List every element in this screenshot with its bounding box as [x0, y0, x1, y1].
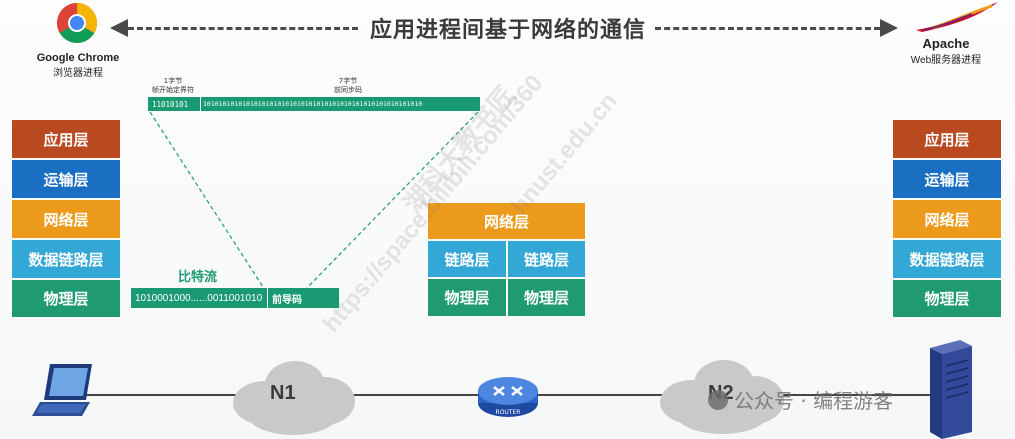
server-label: Apache Web服务器进程 [900, 36, 992, 66]
server-name: Apache [922, 36, 970, 51]
cloud-n2-icon [660, 360, 784, 434]
watermark-bottom-text: 公众号 · 编程游客 [734, 389, 894, 413]
arrow-left-head [110, 19, 128, 37]
arrow-right-line [655, 27, 880, 30]
left-physical-layer: 物理层 [12, 280, 120, 317]
wechat-icon [708, 389, 728, 410]
preamble-caption-name: 前同步码 [334, 86, 362, 94]
preamble-caption: 7字节 前同步码 [318, 77, 378, 95]
router-link-layer-right: 链路层 [508, 241, 585, 277]
sfd-caption-size: 1字节 [163, 77, 183, 85]
client-subtitle: 浏览器进程 [53, 68, 103, 79]
client-label: Google Chrome 浏览器进程 [30, 52, 126, 79]
router-physical-layer-left: 物理层 [428, 279, 506, 316]
preamble-caption-size: 7字节 [338, 77, 358, 85]
bitstream-divider [267, 288, 268, 308]
sfd-caption-name: 帧开始定界符 [152, 86, 194, 94]
router-network-layer: 网络层 [428, 203, 585, 239]
network-n1-label: N1 [270, 382, 296, 404]
preamble-tag: 前导码 [272, 294, 302, 306]
server-subtitle: Web服务器进程 [910, 55, 982, 66]
right-datalink-layer: 数据链路层 [893, 240, 1001, 278]
router-physical-layer-right: 物理层 [508, 279, 585, 316]
left-network-layer: 网络层 [12, 200, 120, 238]
arrow-left-line [128, 27, 358, 30]
sfd-caption: 1字节 帧开始定界符 [143, 77, 203, 95]
frame-bits-box: 11010101 1010101010101010101010101010101… [148, 97, 480, 111]
right-network-layer: 网络层 [893, 200, 1001, 238]
right-transport-layer: 运输层 [893, 160, 1001, 198]
laptop-icon [32, 364, 92, 416]
left-application-layer: 应用层 [12, 120, 120, 158]
cloud-n1-icon [233, 361, 355, 435]
sfd-bits: 11010101 [152, 99, 189, 109]
right-application-layer: 应用层 [893, 120, 1001, 158]
router-link-layer-left: 链路层 [428, 241, 506, 277]
router-tag: ROUTER [496, 409, 521, 416]
chrome-logo-icon [57, 3, 97, 43]
apache-feather-icon [916, 2, 998, 32]
right-physical-layer: 物理层 [893, 280, 1001, 317]
left-transport-layer: 运输层 [12, 160, 120, 198]
bitstream-bits: 1010001000......0011001010 [135, 292, 263, 304]
router-icon: ROUTER [478, 377, 538, 417]
frame-bits-divider [200, 97, 201, 111]
preamble-bits: 1010101010101010101010101010101010101010… [203, 100, 423, 108]
bitstream-box: 1010001000......0011001010 前导码 [131, 288, 339, 308]
bitstream-label: 比特流 [178, 270, 218, 285]
arrow-right-head [880, 19, 898, 37]
server-icon [930, 340, 972, 439]
client-name: Google Chrome [36, 52, 120, 64]
page-title: 应用进程间基于网络的通信 [370, 18, 647, 43]
left-datalink-layer: 数据链路层 [12, 240, 120, 278]
watermark-bottom: 公众号 · 编程游客 [708, 385, 893, 414]
